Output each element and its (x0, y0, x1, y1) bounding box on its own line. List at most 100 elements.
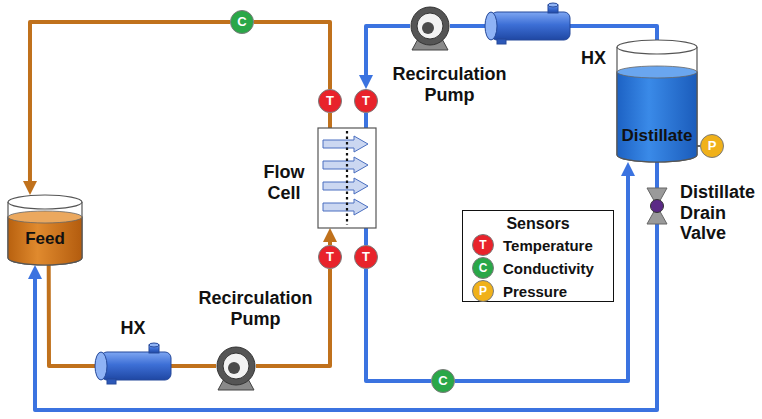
cell-body (318, 128, 376, 228)
pipe (35, 224, 657, 410)
legend-box: SensorsT TemperatureC ConductivityP Pressur… (462, 210, 614, 302)
legend-text: Conductivity (503, 260, 594, 277)
temperature-sensor: T (354, 245, 378, 269)
tank-label: Feed (8, 229, 82, 249)
flow-cell-shape (318, 128, 376, 228)
pump-impeller (228, 362, 240, 374)
pipe (450, 24, 485, 28)
sensor-letter: C (431, 369, 455, 393)
sensor-letter: T (318, 89, 342, 113)
pipe (30, 22, 230, 187)
pipe (455, 170, 628, 381)
pipe (364, 113, 368, 128)
legend-text: Pressure (503, 283, 567, 300)
equipment-label: Flow Cell (256, 162, 312, 203)
pipe (171, 364, 216, 368)
sensor-letter: T (354, 245, 378, 269)
recirculation-pump-shape (216, 346, 256, 386)
equipment-label: Recirculation Pump (382, 64, 517, 105)
tank-label: Distillate (617, 126, 697, 146)
heat-exchanger: HX (485, 12, 570, 40)
swatch-letter: T (479, 238, 486, 252)
pump-face (417, 13, 443, 39)
flow-arrow (323, 157, 368, 173)
pressure-sensor: P (700, 134, 724, 158)
drain-valve: Distillate Drain Valve (647, 188, 667, 224)
pipe (364, 228, 368, 245)
equipment-label: HX (95, 318, 171, 339)
legend-swatch: C (472, 257, 494, 279)
pipe (328, 236, 332, 245)
drain-valve-shape (647, 188, 667, 224)
sensor-dot (701, 135, 724, 158)
sensor-dot (355, 90, 378, 113)
recirculation-pump: Recirculation Pump (410, 6, 450, 46)
pipe (366, 269, 431, 381)
hx-body (101, 352, 171, 380)
hx-nozzle-cap (149, 343, 159, 347)
feed-tank: Feed (8, 195, 82, 265)
pipe (49, 265, 95, 366)
sensor-letter: T (354, 89, 378, 113)
heat-exchanger-shape (485, 12, 570, 40)
legend-entry: C Conductivity (472, 257, 613, 279)
flow-cell: Flow Cell (318, 128, 376, 228)
legend-swatch: T (472, 234, 494, 256)
tank-rim (8, 195, 82, 209)
tank-wall (617, 47, 697, 162)
legend-text: Temperature (503, 237, 593, 254)
sensor-letter: P (700, 134, 724, 158)
valve-actuator (651, 200, 664, 213)
pipe-group (30, 22, 700, 410)
tank-rim (617, 40, 697, 54)
temperature-sensor: T (318, 89, 342, 113)
equipment-label: HX (581, 48, 615, 69)
sensor-dot (319, 246, 342, 269)
pump-impeller (422, 22, 434, 34)
swatch-letter: C (479, 261, 488, 275)
flow-arrow (323, 136, 368, 152)
sensor-dot (432, 370, 455, 393)
flow-arrow (323, 178, 368, 194)
equipment-label: Distillate Drain Valve (680, 182, 760, 244)
sensor-dot (319, 90, 342, 113)
conductivity-sensor: C (230, 10, 254, 34)
hx-body (491, 12, 570, 40)
legend-entry: P Pressure (472, 280, 613, 302)
sensor-letter: C (230, 10, 254, 34)
sensor-letter: T (318, 245, 342, 269)
pump-casing (411, 7, 449, 45)
hx-nozzle (107, 379, 116, 384)
pipe (254, 22, 330, 89)
tank-wall (8, 202, 82, 265)
liquid-surface (8, 211, 82, 223)
equipment-label: Recirculation Pump (188, 288, 323, 329)
swatch-letter: P (479, 284, 487, 298)
pipe (328, 113, 332, 128)
hx-nozzle-cap (548, 3, 558, 7)
tank-liquid (617, 72, 697, 162)
sensor-dot (231, 11, 254, 34)
hx-end (485, 12, 497, 40)
sensor-dot (355, 246, 378, 269)
membrane (346, 131, 348, 225)
temperature-sensor: T (318, 245, 342, 269)
legend-entry: T Temperature (472, 234, 613, 256)
tank-liquid (8, 217, 82, 265)
flow-arrow (323, 199, 368, 215)
pump-casing (217, 347, 255, 385)
pipe (655, 162, 659, 188)
hx-end (95, 352, 107, 380)
temperature-sensor: T (354, 89, 378, 113)
heat-exchanger-shape (95, 352, 171, 380)
hx-nozzle (497, 39, 506, 44)
pipe (570, 26, 657, 40)
distillate-tank: Distillate (617, 40, 697, 162)
liquid-surface (617, 66, 697, 78)
legend-title: Sensors (463, 215, 613, 233)
recirculation-pump-shape (410, 6, 450, 46)
recirculation-pump: Recirculation Pump (216, 346, 256, 386)
legend-swatch: P (472, 280, 494, 302)
pump-face (223, 353, 249, 379)
